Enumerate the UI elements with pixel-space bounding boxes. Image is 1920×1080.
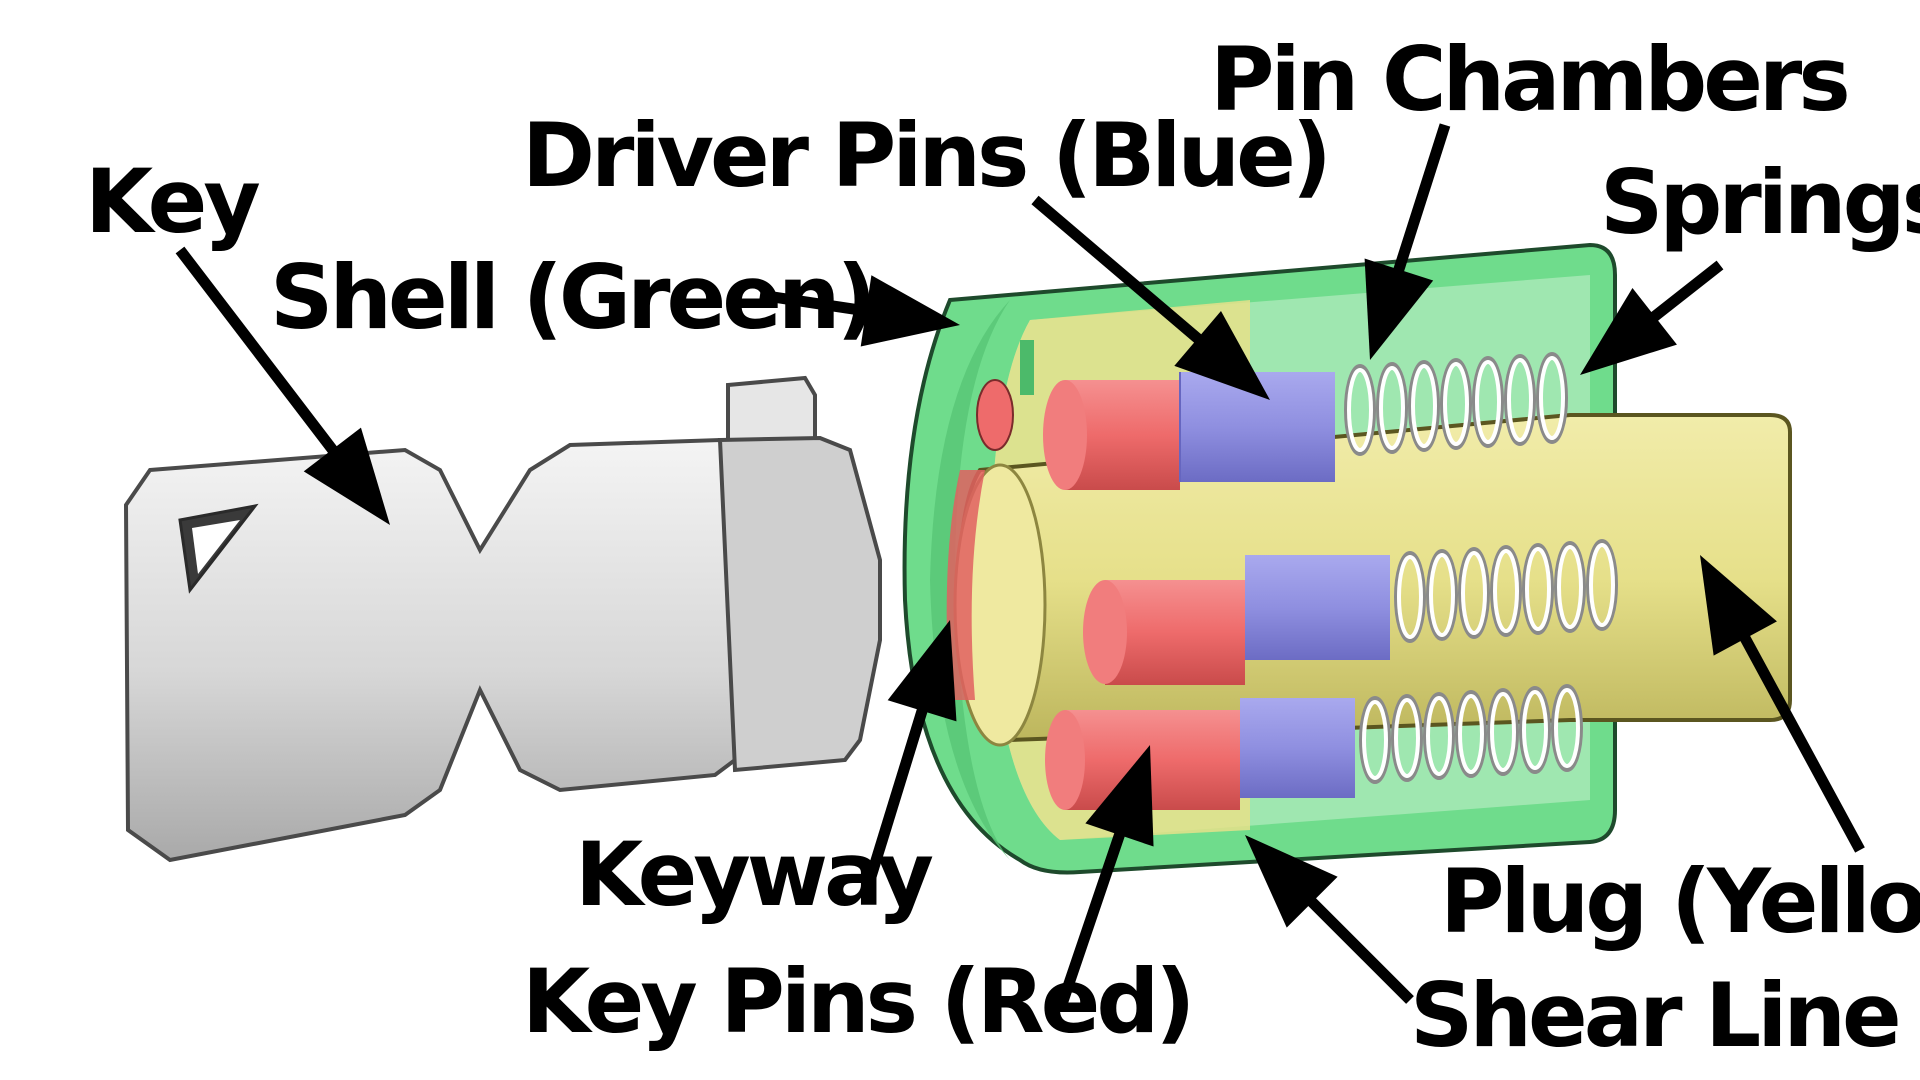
label-driver-pins: Driver Pins (Blue) [522,104,1328,207]
arrow-springs-head [1580,287,1677,375]
key-illustration [123,375,882,863]
pin-stack-middle [1083,539,1618,685]
lock-shell-tab [1020,340,1034,395]
arrow-key-pins-shaft [1054,823,1128,1012]
label-shear-line: Shear Line [1410,964,1898,1067]
key-pin-small-top [976,379,1014,451]
driver-pin-middle [1245,555,1390,660]
arrow-key-head [303,427,390,525]
arrow-shell-head [860,275,960,347]
label-springs: Springs [1600,151,1920,254]
key-pin-top-face [1043,380,1087,490]
arrow-pin-chambers-head [1364,258,1434,360]
key-pin-middle-face [1083,580,1127,684]
key-blade [717,435,882,773]
spring-middle [1394,539,1618,643]
pin-stack-bottom [1045,684,1583,810]
arrow-keyway-shaft [864,699,931,882]
arrow-key-shaft [175,246,343,461]
arrow-shell-shaft [759,289,877,318]
arrow-pin-chambers-shaft [1390,123,1451,281]
label-key: Key [85,150,259,253]
driver-pin-bottom [1240,698,1355,798]
lock-shell-front [930,300,1010,860]
key-pin-bottom-face [1045,710,1085,810]
arrow-plug-shaft [1735,627,1865,853]
label-shell: Shell (Green) [270,246,873,349]
arrow-shear-line-shaft [1301,891,1414,1004]
spring-top [1344,352,1568,456]
lock-cylinder [902,242,1792,875]
label-keyway: Keyway [575,823,933,926]
arrow-driver-pins-shaft [1031,195,1209,350]
key-hole-inner [192,520,240,574]
label-pin-chambers: Pin Chambers [1210,28,1847,131]
key-pin-bottom [1065,710,1240,810]
label-plug: Plug (Yellow) [1440,850,1920,953]
arrow-keyway-head [887,620,957,722]
spring-bottom [1359,684,1583,784]
lock-keyway [946,470,985,700]
arrow-shear-line-head [1245,835,1338,928]
key-bow [123,437,762,863]
arrow-driver-pins-head [1174,311,1270,400]
callout-arrows [175,123,1865,1012]
key-pin-middle [1105,580,1245,685]
arrow-plug-head [1700,555,1777,656]
arrow-key-pins-head [1085,745,1154,847]
label-key-pins: Key Pins (Red) [522,950,1192,1053]
arrow-springs-shaft [1643,260,1724,327]
